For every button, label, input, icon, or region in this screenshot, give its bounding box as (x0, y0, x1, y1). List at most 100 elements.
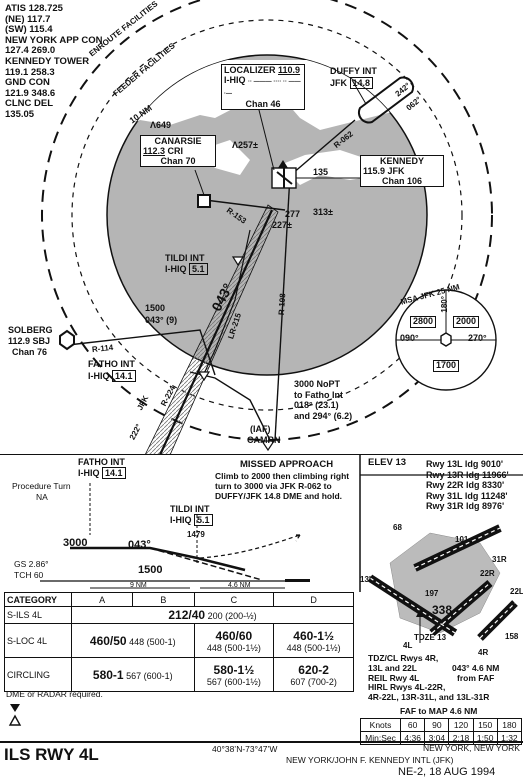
iaf-label: (IAF) (250, 424, 271, 434)
rwy-4r-label: 4R (478, 648, 489, 657)
lighting-notes: TDZ/CL Rwys 4R, 13L and 22L REIL Rwy 4L … (368, 653, 490, 703)
duffy-fix-label: JFK 14.8 (330, 77, 374, 89)
elevation-277: 277 (285, 209, 301, 219)
procedure-turn-na: NA (36, 492, 48, 502)
runway-lengths: Rwy 13L ldg 9010' Rwy 13R ldg 11966' Rwy… (426, 459, 509, 512)
missed-line-1: Climb to 2000 then climbing right (215, 471, 350, 481)
profile-fatho-fix: I-HIQ 14.1 (78, 467, 126, 479)
rwy-22l-label: 22L (510, 587, 523, 596)
airport-elevation-68: 68 (393, 523, 402, 532)
sloc-c-value: 460/60 (215, 628, 253, 643)
procedure-title: ILS RWY 4L (4, 745, 99, 764)
communications-block: ATIS 128.725 (NE) 117.7 (SW) 115.4 NEW Y… (5, 3, 103, 121)
atis-freq: ATIS 128.725 (5, 3, 63, 14)
airport-elevation-338: 338 (432, 603, 453, 617)
notes-symbols (8, 704, 22, 726)
canarsie-box: CANARSIE 112.3 CRI Chan 70 (140, 135, 216, 167)
alternate-minima-icon (10, 704, 20, 712)
elevation-649: Λ649 (150, 120, 172, 130)
fatho-fix-label: I-HIQ 14.1 (88, 370, 136, 382)
camrn-label: CAMRN (247, 435, 281, 445)
duffy-ident: JFK (330, 78, 348, 88)
missed-approach-text: Climb to 2000 then climbing right turn t… (215, 471, 349, 501)
feeder-boundary (71, 19, 463, 411)
missed-line-2: turn to 3000 via JFK R-062 to (215, 481, 332, 491)
fatho-fix-icon (197, 371, 211, 382)
msa-alt-nw: 2800 (410, 316, 437, 328)
enroute-boundary (41, 0, 493, 441)
atis-sw: (SW) 115.4 (5, 24, 53, 36)
circling-ab-value: 580-1 (92, 667, 124, 682)
clearance-label: CLNC DEL (5, 98, 54, 110)
lead-radial-215 (201, 229, 251, 379)
rwy-4l-label: 4L (403, 641, 413, 650)
localizer-chan: Chan 46 (245, 99, 281, 109)
localizer-box: LOCALIZER 110.9 I-HIQ ·· ——— ···· ·· ——·… (221, 64, 305, 110)
profile-alt-3000: 3000 (63, 537, 88, 549)
faf-to-map-title: FAF to MAP 4.6 NM (400, 706, 478, 716)
nopt-line-1: 3000 NoPT (294, 379, 341, 389)
sloc-c-sub: 448 (500-1½) (206, 642, 261, 653)
silis-value: 212/40 (168, 608, 206, 622)
dme-note: DME or RADAR required. (6, 689, 103, 699)
solberg-chan: Chan 76 (12, 347, 48, 357)
runway-22r: Rwy 22R ldg 8330' (426, 480, 505, 490)
segment-1500: 1500 (145, 303, 166, 313)
elevation-227: 227± (272, 220, 292, 230)
circling-c-value: 580-1½ (213, 662, 255, 677)
elevation-313: 313± (313, 207, 333, 217)
profile-tildi-ident: I-HIQ (170, 515, 192, 525)
approach-control-freq: 127.4 269.0 (5, 45, 56, 57)
solberg-freq: 112.9 (8, 336, 31, 346)
radial-153 (204, 199, 286, 211)
profile-view (40, 455, 523, 592)
canarsie-name: CANARSIE (154, 136, 202, 146)
elevation-135: 135 (313, 167, 329, 177)
speed-120: 120 (448, 718, 474, 732)
profile-tildi-name: TILDI INT (170, 504, 210, 514)
takeoff-minima-icon (8, 714, 22, 726)
elevation-649-value: 649 (156, 120, 172, 130)
nopt-line-2: to Fatho Int (294, 389, 343, 400)
profile-fatho-name: FATHO INT (78, 457, 125, 467)
distance-9nm: 9 NM (130, 582, 147, 589)
atis-ne: (NE) 117.7 (5, 13, 51, 25)
distance-4-6nm: 4.6 NM (228, 582, 251, 589)
canarsie-chan: Chan 70 (160, 156, 196, 166)
localizer-morse: ·· ——— ···· ·· ——·— (224, 79, 301, 97)
circling-ab-sub: 567 (600-1) (126, 670, 173, 681)
tdze-value: 13 (437, 633, 447, 642)
nopt-line-4: and 294° (6.2) (294, 410, 353, 421)
profile-tildi-dme: 5.1 (194, 514, 213, 526)
silis-minima: 212/40 200 (200-½) (71, 606, 354, 624)
segment-1500-course: 043° (9) (145, 315, 178, 325)
canarsie-ident: CRI (167, 146, 184, 156)
speed-90: 90 (424, 718, 450, 732)
silis-label: S-ILS 4L (4, 606, 72, 624)
category-header: CATEGORY (4, 592, 72, 607)
fatho-name: FATHO INT (88, 359, 135, 369)
speed-60: 60 (400, 718, 426, 732)
canarsie-freq: 112.3 (143, 146, 166, 156)
msa-bearing-270: 270° (468, 333, 487, 343)
msa-alt-ne: 2000 (453, 316, 480, 328)
lighting-note-5: 4R-22L, 13R-31L, and 13L-31R (368, 692, 490, 703)
airport-elevation-158: 158 (505, 632, 519, 641)
kennedy-freq: 115.9 (363, 166, 386, 176)
sloc-ab-value: 460/50 (89, 633, 127, 648)
approach-control-label: NEW YORK APP CON (5, 34, 103, 46)
kennedy-chan: Chan 106 (381, 176, 423, 186)
tildi-fix-label: I-HIQ 5.1 (165, 263, 208, 275)
category-a: A (70, 592, 134, 607)
profile-course: 043° (128, 539, 151, 551)
footer-divider (0, 741, 523, 743)
category-c: C (193, 592, 275, 607)
tildi-dme: 5.1 (189, 263, 208, 275)
localizer-freq: 110.9 (278, 65, 301, 75)
lighting-note-4: HIRL Rwys 4L-22R, (368, 682, 446, 693)
airport-elevation: ELEV 13 (368, 457, 406, 468)
minima-table: CATEGORY A B C D S-ILS 4L 212/40 200 (20… (4, 592, 354, 692)
